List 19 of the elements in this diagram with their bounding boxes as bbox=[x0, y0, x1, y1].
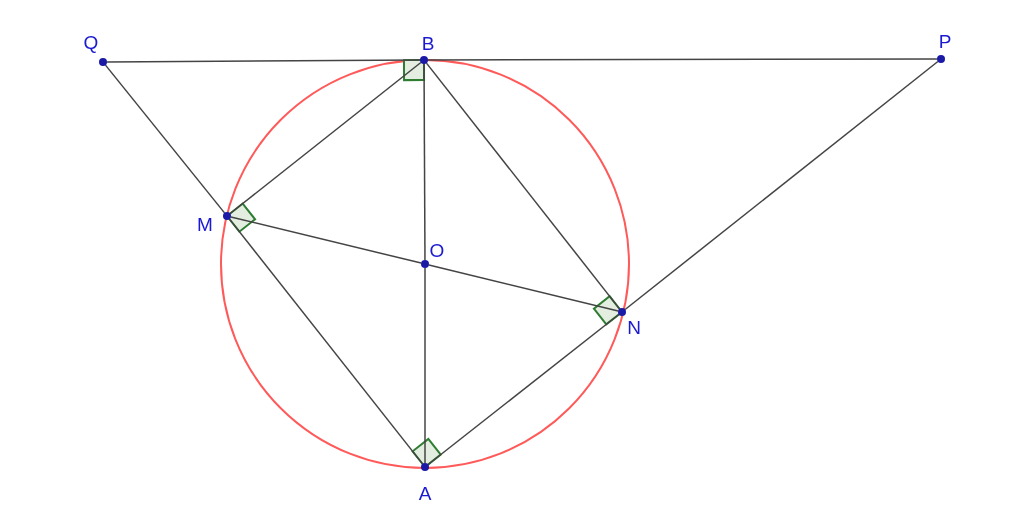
line-segment bbox=[624, 60, 939, 311]
point-label: A bbox=[418, 483, 432, 503]
line-segment bbox=[424, 267, 426, 464]
line-segment bbox=[230, 216, 422, 264]
line-segment bbox=[427, 58, 938, 61]
line-segment bbox=[104, 64, 226, 214]
line-segment bbox=[423, 63, 426, 261]
line-segment bbox=[228, 218, 424, 465]
point-label: Q bbox=[83, 32, 99, 52]
line-segment bbox=[106, 59, 421, 63]
point-label: B bbox=[421, 33, 435, 53]
line-segment bbox=[425, 62, 621, 310]
line-segment bbox=[427, 313, 620, 466]
point-label: N bbox=[627, 317, 641, 337]
point-label: O bbox=[429, 240, 445, 260]
point-label: P bbox=[938, 31, 952, 51]
line-segment bbox=[428, 264, 619, 312]
line-segment bbox=[229, 61, 422, 215]
point-label: M bbox=[197, 214, 213, 234]
